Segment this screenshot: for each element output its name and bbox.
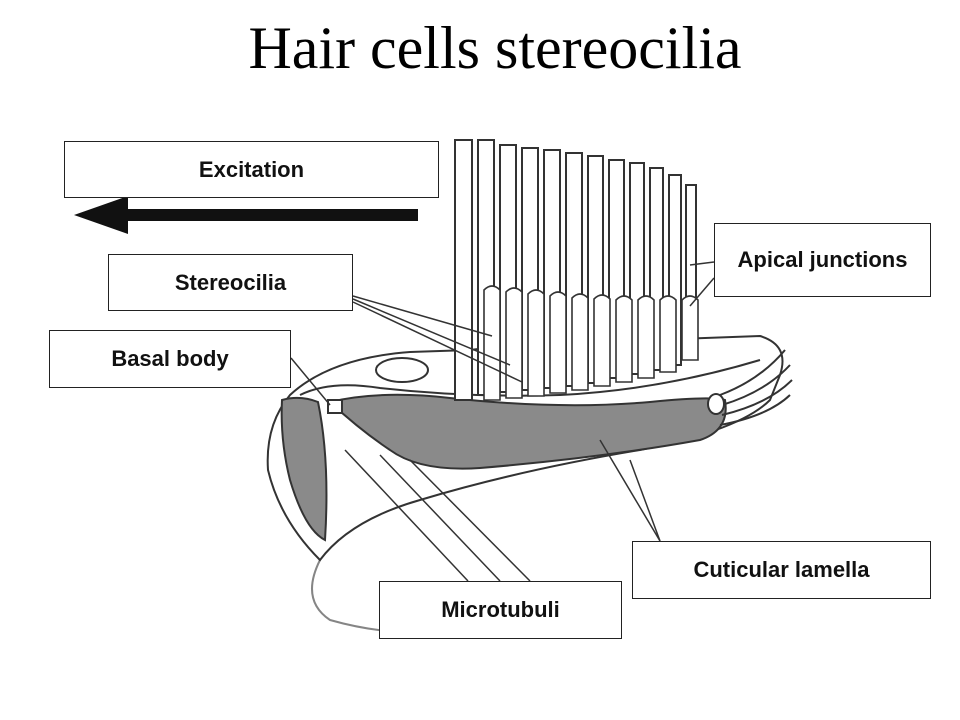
slide-title: Hair cells stereocilia [248,15,742,81]
lamella-ridges [707,349,793,426]
label-stereocilia: Stereocilia [108,254,353,311]
leader-lines [290,261,715,582]
arrow-left-icon [74,196,418,234]
label-microtubuli: Microtubuli [379,581,622,639]
basal-body [327,399,343,414]
cuticular-lamella-band [280,396,328,542]
label-excitation: Excitation [64,141,439,198]
stereocilia-bundle [454,139,697,401]
label-apical-junctions: Apical junctions [714,223,931,297]
short-stereocilia-row [483,285,699,401]
label-cuticular-lamella: Cuticular lamella [632,541,931,599]
nucleus [375,357,429,383]
label-basal-body: Basal body [49,330,291,388]
